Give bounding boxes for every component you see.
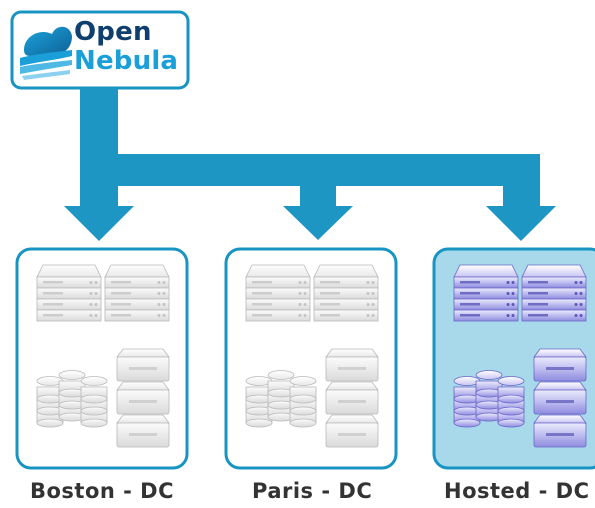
storage-disks-icon (453, 370, 525, 428)
arrow-trunk (80, 88, 118, 206)
datacenter-box-hosted (432, 247, 595, 470)
logo-text-nebula: Nebula (74, 46, 179, 76)
server-tower-icon (325, 348, 379, 448)
arrow-stem-paris (300, 186, 336, 206)
rack-server-icon (36, 264, 102, 322)
opennebula-logo (10, 10, 190, 90)
server-tower-icon (116, 348, 170, 448)
arrow-head-boston (64, 206, 134, 241)
server-tower-icon (533, 348, 587, 448)
logo-wordmark: Open Nebula (74, 18, 178, 76)
datacenter-label-boston: Boston - DC (30, 479, 175, 503)
datacenter-label-paris: Paris - DC (252, 479, 373, 503)
datacenter-box-paris (224, 247, 398, 470)
arrow-stem-hosted (503, 154, 540, 206)
cloud-logo-icon (20, 26, 72, 80)
logo-text-open: Open (74, 17, 152, 47)
arrow-head-hosted (486, 206, 556, 241)
distribution-arrows (64, 88, 556, 241)
datacenter-box-boston (15, 247, 189, 470)
arrow-head-paris (283, 206, 353, 240)
arrow-horizontal-bar (80, 154, 540, 186)
storage-disks-icon (36, 370, 108, 428)
rack-server-icon (453, 264, 519, 322)
storage-disks-icon (245, 370, 317, 428)
rack-server-icon (313, 264, 379, 322)
rack-server-icon (245, 264, 311, 322)
rack-server-icon (521, 264, 587, 322)
datacenter-label-hosted: Hosted - DC (444, 479, 590, 503)
rack-server-icon (104, 264, 170, 322)
